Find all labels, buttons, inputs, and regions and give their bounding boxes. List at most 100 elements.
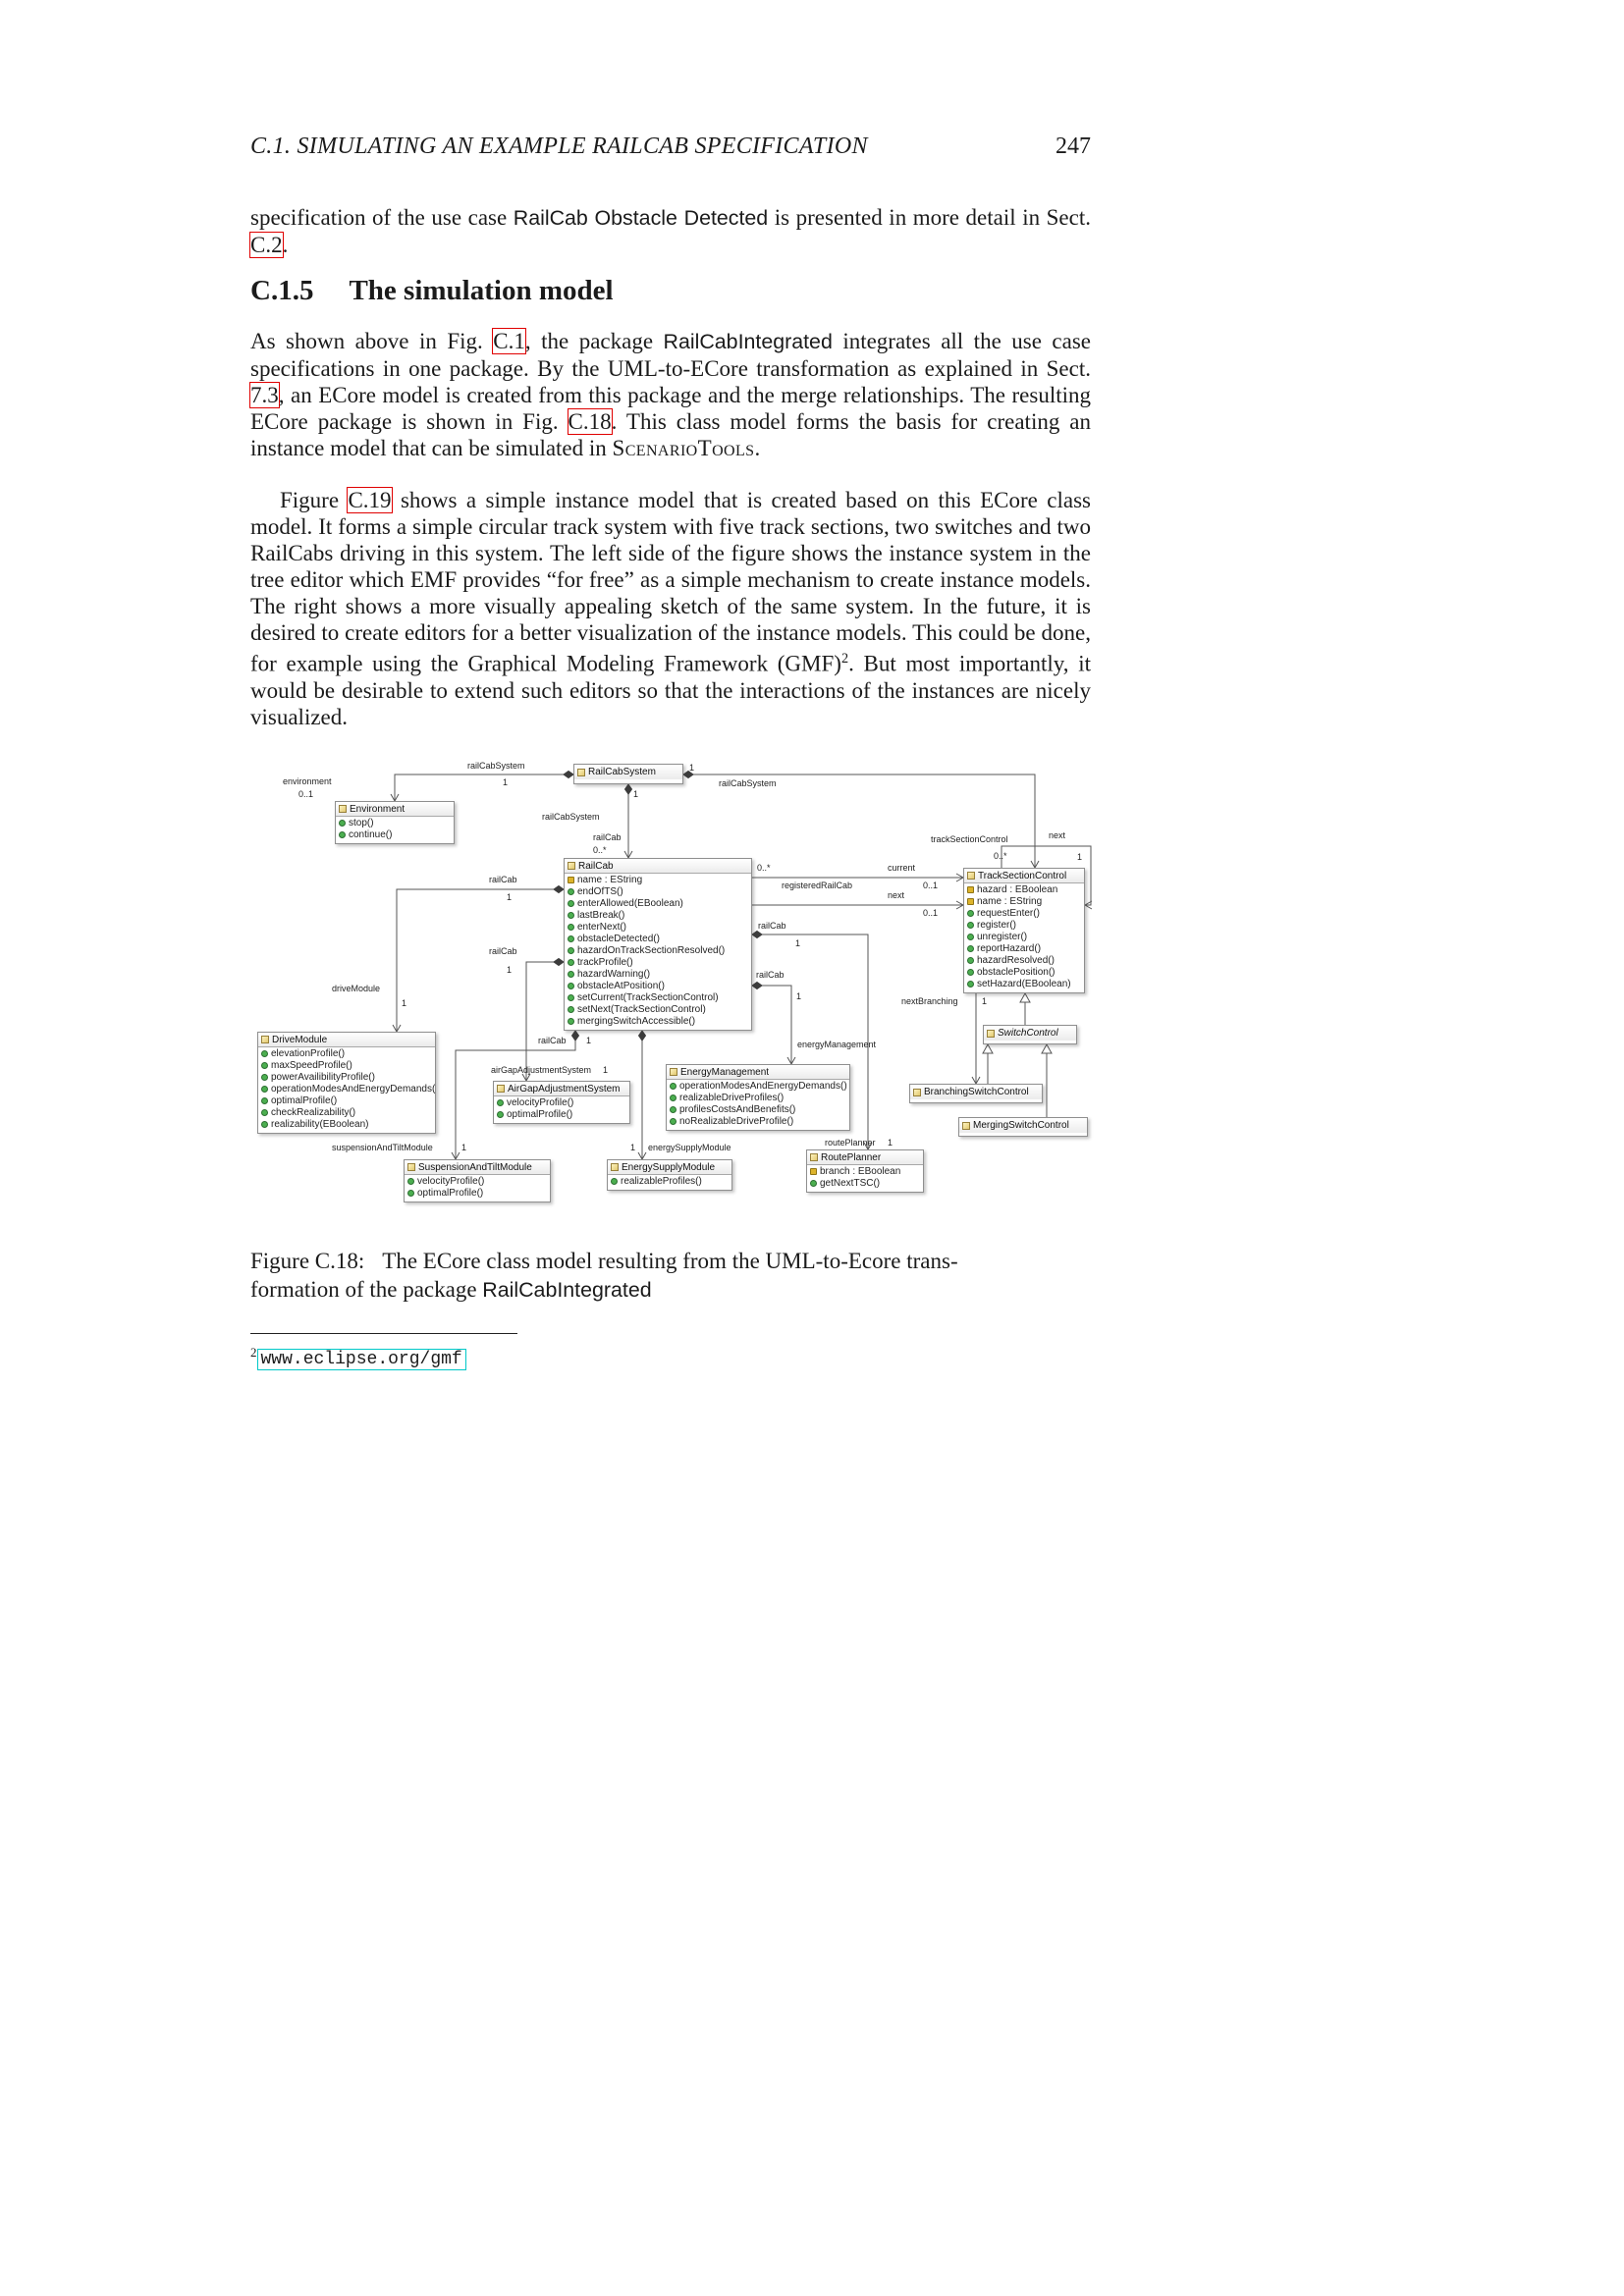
edge-label: 1: [586, 1036, 592, 1045]
class-title-bar: RailCabSystem: [574, 765, 682, 779]
edge-label: railCabSystem: [542, 812, 600, 822]
cross-reference-link[interactable]: 7.3: [250, 383, 279, 407]
operation-icon: [611, 1177, 618, 1185]
member-label: enterAllowed(EBoolean): [577, 897, 683, 909]
class-title-bar: Environment: [336, 802, 454, 817]
member-label: register(): [977, 919, 1017, 931]
class-title-bar: BranchingSwitchControl: [910, 1085, 1042, 1099]
edge-label: 1: [630, 1143, 636, 1152]
member-label: optimalProfile(): [271, 1095, 338, 1106]
edge-label: energySupplyModule: [648, 1143, 731, 1152]
cross-reference-link[interactable]: C.19: [348, 488, 392, 512]
class-icon: [339, 805, 347, 813]
class-member-row: stop(): [336, 817, 454, 828]
member-label: name : EString: [977, 895, 1043, 907]
member-label: setHazard(EBoolean): [977, 978, 1071, 989]
class-member-row: enterNext(): [565, 921, 751, 933]
class-member-row: trackProfile(): [565, 956, 751, 968]
text-segment: specification of the use case: [250, 205, 514, 230]
containment-diamond: [553, 957, 565, 967]
member-label: velocityProfile(): [507, 1096, 574, 1108]
class-icon: [577, 768, 585, 776]
class-member-row: reportHazard(): [964, 942, 1084, 954]
edge-label: 1: [982, 996, 988, 1006]
text-segment: is presented in more detail in Sect.: [768, 205, 1091, 230]
edge-label: railCabSystem: [467, 761, 525, 771]
member-label: velocityProfile(): [417, 1175, 485, 1187]
operation-icon: [568, 911, 574, 919]
edge-label: 1: [402, 998, 407, 1008]
edge-label: 1: [461, 1143, 467, 1152]
caption-line-1: Figure C.18:The ECore class model result…: [250, 1247, 1091, 1275]
intro-paragraph: specification of the use case RailCab Ob…: [250, 204, 1091, 258]
class-member-row: operationModesAndEnergyDemands(): [667, 1080, 849, 1092]
operation-icon: [967, 980, 974, 988]
operation-icon: [261, 1120, 268, 1128]
member-label: elevationProfile(): [271, 1047, 346, 1059]
containment-diamond: [570, 1030, 580, 1041]
class-member-row: optimalProfile(): [258, 1095, 435, 1106]
containment-diamond: [751, 981, 763, 990]
class-icon: [670, 1068, 677, 1076]
class-member-row: hazardWarning(): [565, 968, 751, 980]
text-segment: ScenarioTools: [612, 436, 755, 460]
text-segment: 2: [840, 651, 849, 667]
operation-icon: [261, 1061, 268, 1069]
operation-icon: [339, 819, 346, 827]
class-icon: [967, 872, 975, 880]
containment-diamond: [637, 1030, 647, 1041]
section-title: The simulation model: [349, 275, 614, 306]
operation-icon: [339, 830, 346, 838]
member-label: hazardOnTrackSectionResolved(): [577, 944, 726, 956]
edge-label: current: [888, 863, 916, 873]
class-title-bar: SuspensionAndTiltModule: [405, 1160, 550, 1175]
edge-label: trackSectionControl: [931, 834, 1008, 844]
containment-diamond: [623, 783, 633, 795]
edge-label: energyManagement: [797, 1040, 877, 1049]
operation-icon: [967, 921, 974, 929]
operation-icon: [967, 944, 974, 952]
text-segment: , the package: [524, 329, 664, 353]
attribute-icon: [568, 876, 574, 883]
text-segment: shows a simple instance model that is cr…: [250, 488, 1091, 676]
member-label: stop(): [349, 817, 374, 828]
class-icon: [497, 1085, 505, 1093]
cross-reference-link[interactable]: C.18: [568, 409, 612, 434]
association-edge: [396, 888, 564, 1032]
containment-diamond: [553, 884, 565, 894]
cross-reference-link[interactable]: C.2: [250, 233, 283, 257]
association-edge: [683, 774, 1036, 868]
member-label: hazardResolved(): [977, 954, 1055, 966]
text-segment: Figure C.18:: [250, 1249, 365, 1273]
text-segment: integrates all the use case specificatio…: [250, 329, 1091, 381]
member-label: obstacleDetected(): [577, 933, 660, 944]
member-label: reportHazard(): [977, 942, 1042, 954]
operation-icon: [810, 1179, 817, 1187]
edge-label: 0..1: [923, 881, 939, 890]
class-name: AirGapAdjustmentSystem: [508, 1083, 621, 1095]
footnote-url-link[interactable]: www.eclipse.org/gmf: [258, 1350, 465, 1369]
edge-label: next: [1049, 830, 1066, 840]
operation-icon: [568, 923, 574, 931]
cross-reference-link[interactable]: C.1: [493, 329, 525, 353]
edge-label: 1: [603, 1065, 609, 1075]
attribute-icon: [967, 885, 974, 893]
class-member-row: lastBreak(): [565, 909, 751, 921]
member-label: setNext(TrackSectionControl): [577, 1003, 706, 1015]
member-label: realizability(EBoolean): [271, 1118, 369, 1130]
operation-icon: [670, 1117, 677, 1125]
operation-icon: [261, 1096, 268, 1104]
edge-label: railCab: [758, 921, 786, 931]
class-member-row: hazardResolved(): [964, 954, 1084, 966]
member-label: realizableDriveProfiles(): [679, 1092, 785, 1103]
operation-icon: [407, 1189, 414, 1197]
class-member-row: unregister(): [964, 931, 1084, 942]
class-member-row: register(): [964, 919, 1084, 931]
text-segment: .: [754, 436, 761, 460]
class-name: RailCabSystem: [588, 767, 656, 777]
edge-label: railCab: [538, 1036, 567, 1045]
class-member-row: obstaclePosition(): [964, 966, 1084, 978]
